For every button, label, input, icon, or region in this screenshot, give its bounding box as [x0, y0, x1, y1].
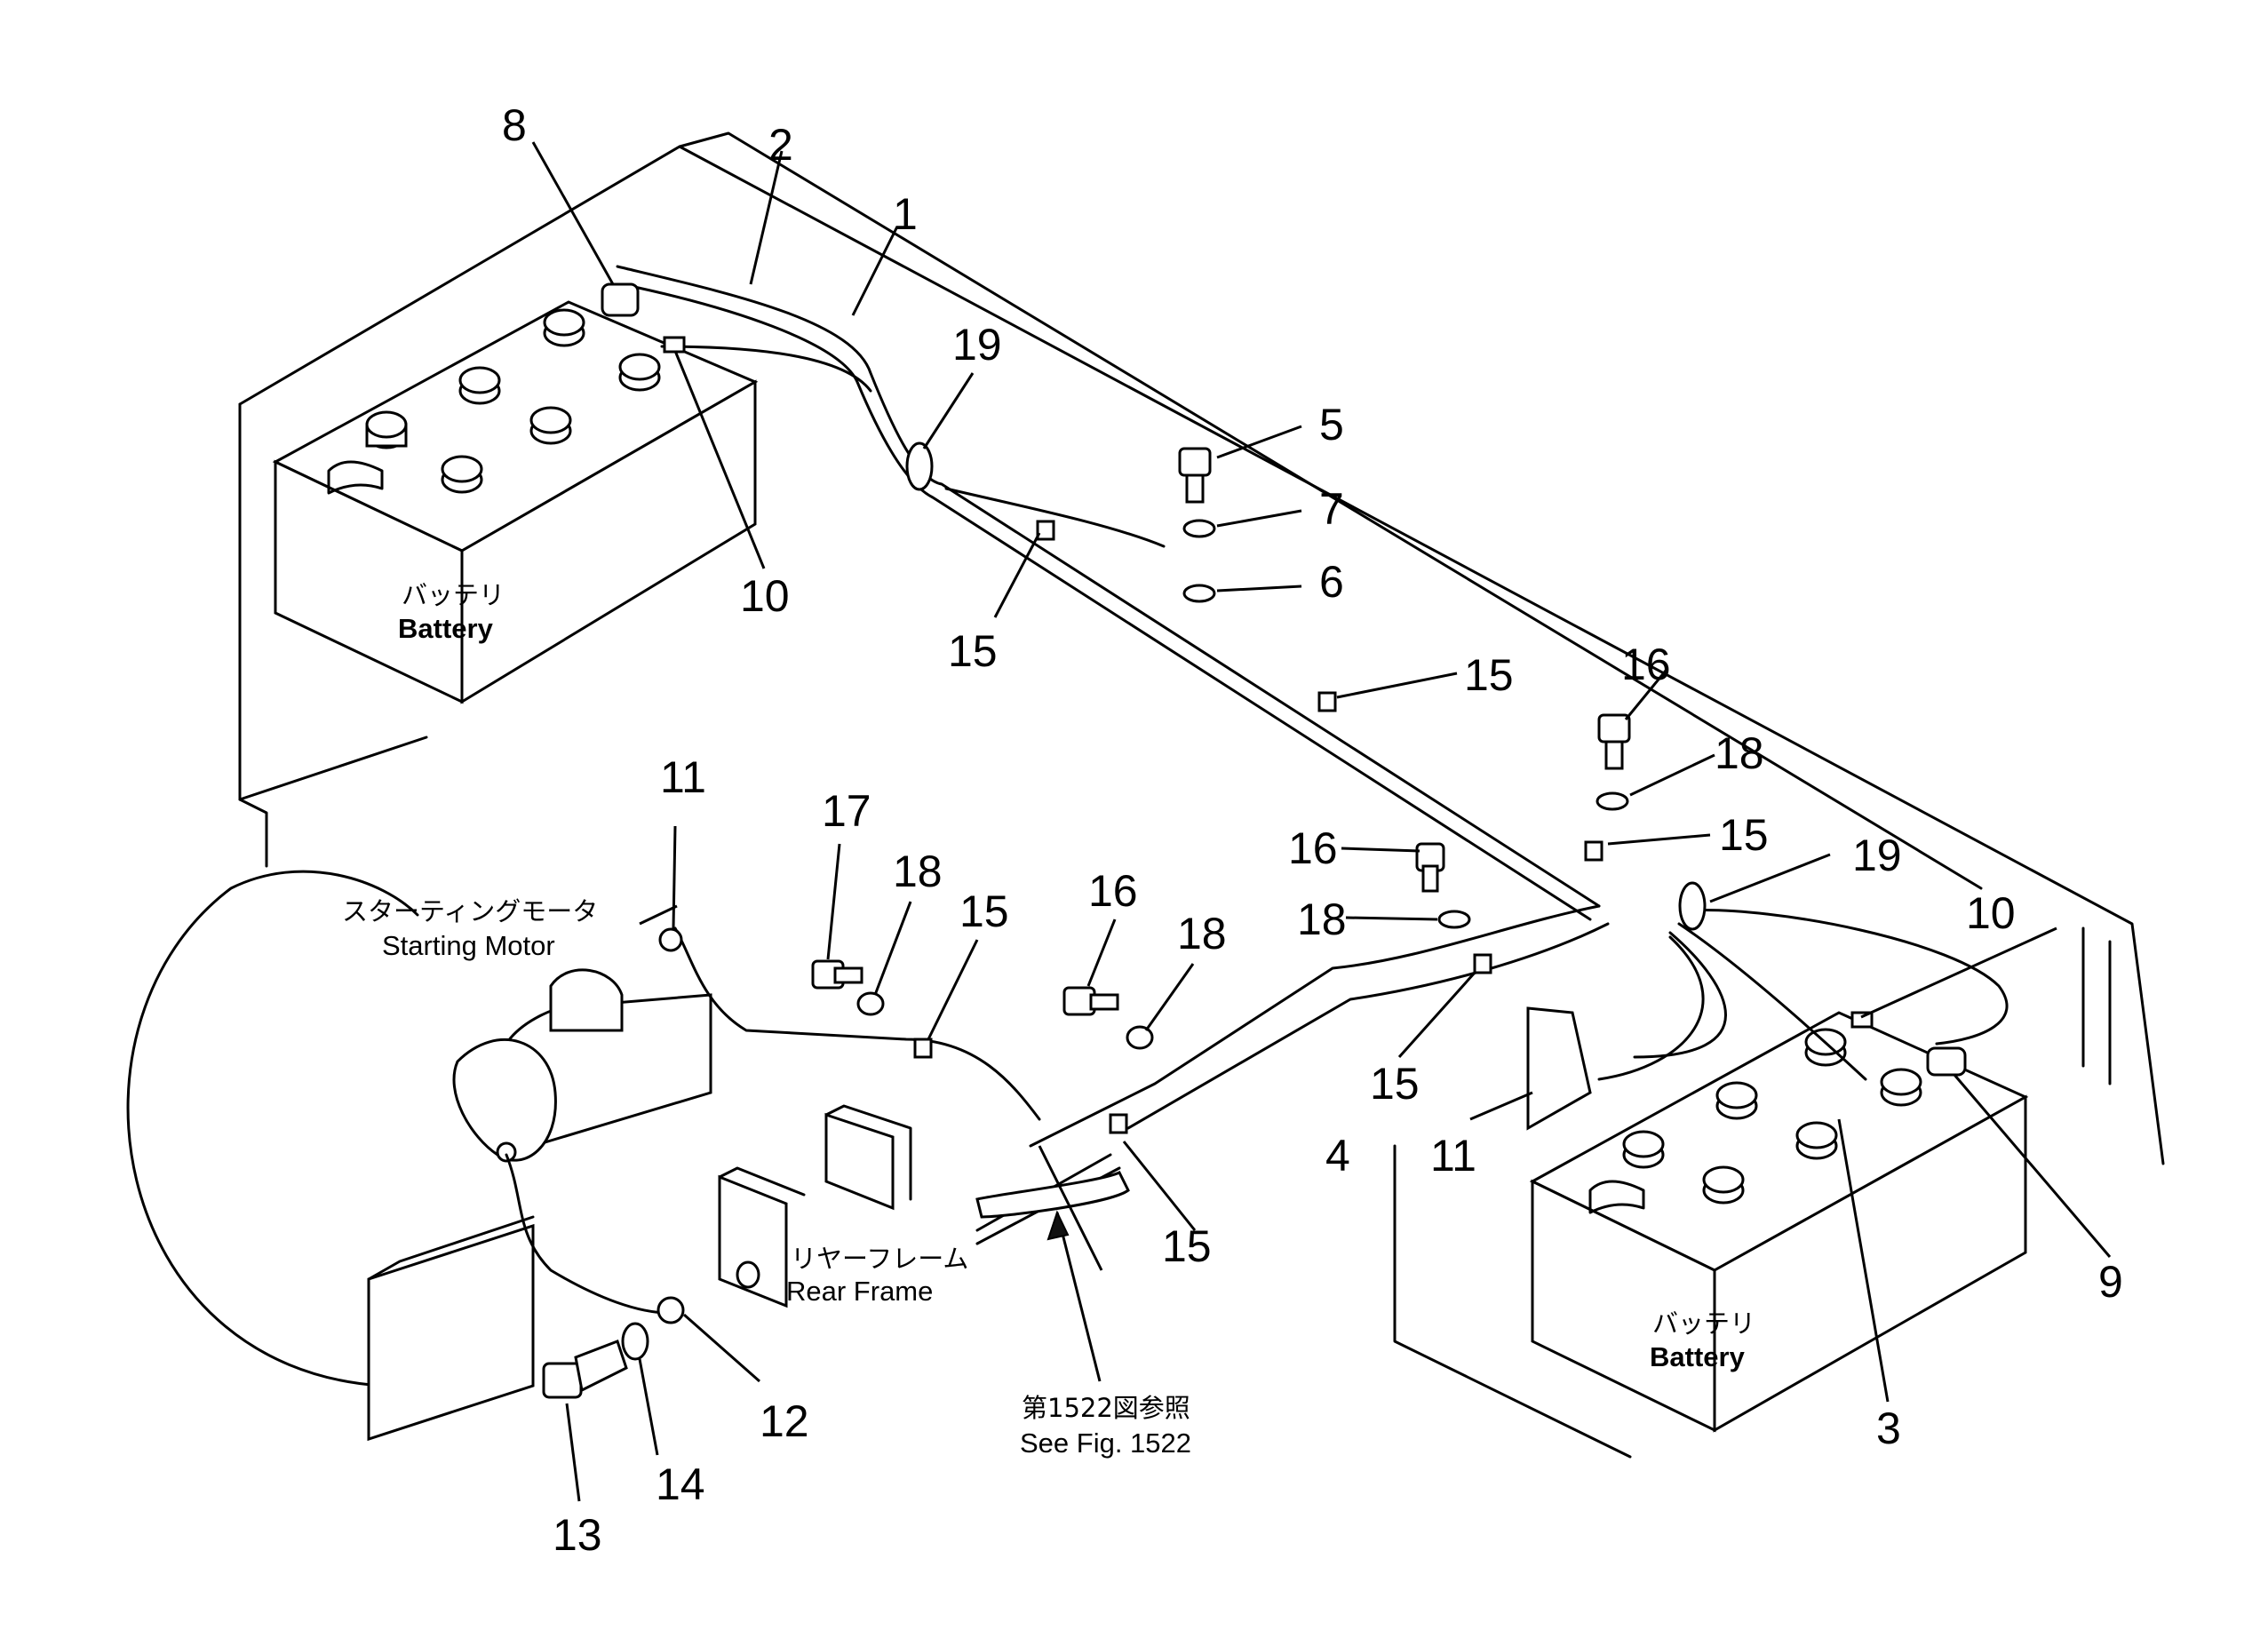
rear-frame-jp-label: リヤーフレーム: [791, 1244, 968, 1274]
bolt-16c-shank: [1089, 993, 1119, 1011]
bolt-16-shank: [1604, 740, 1624, 770]
callout-15-c: 15: [1719, 810, 1769, 860]
battery-right-en-label: Battery: [1650, 1341, 1746, 1372]
battery-right: バッテリ Battery: [1529, 1011, 2029, 1433]
bolt-5-icon: [1178, 447, 1212, 477]
callout-numbers: 8 2 1 19 5 7 6 10 15 15 16 18 15 19 17 1…: [502, 100, 2123, 1560]
bolt-13-icon: [542, 1362, 583, 1399]
machine-frame-outline: [238, 131, 2165, 1459]
clamp-15-f: [1473, 953, 1492, 974]
callout-3: 3: [1876, 1403, 1901, 1453]
washer-18c-icon: [856, 991, 885, 1016]
battery-left-jp-label: バッテリ: [402, 580, 505, 610]
see-fig-jp-label: 第1522図参照: [1022, 1393, 1190, 1423]
battery-left-terminals: [365, 308, 661, 494]
bolt-16b-shank: [1421, 864, 1439, 893]
nut-rear-frame: [736, 1260, 760, 1289]
bolt-16-icon: [1597, 713, 1631, 743]
callout-12: 12: [760, 1396, 809, 1446]
bolt-17-shank: [833, 966, 863, 984]
callout-18-mid: 18: [1177, 909, 1227, 958]
rear-frame-en-label: Rear Frame: [786, 1276, 933, 1307]
leader-lines: [531, 141, 2112, 1502]
connector-8: [601, 282, 640, 317]
battery-right-terminals: [1622, 1028, 1922, 1205]
callout-15-f: 15: [1370, 1059, 1420, 1109]
washer-18d-icon: [1126, 1025, 1154, 1050]
callout-16-right: 16: [1621, 640, 1671, 689]
callout-6: 6: [1319, 557, 1344, 607]
starting-motor-jp-label: スターティングモータ: [342, 896, 598, 926]
callout-9: 9: [2098, 1257, 2123, 1307]
callout-15-b: 15: [1464, 650, 1514, 700]
callout-15-e: 15: [1162, 1221, 1212, 1271]
washer-6-icon: [1182, 584, 1216, 603]
callout-16-mid: 16: [1088, 866, 1138, 916]
callout-17: 17: [822, 786, 871, 836]
grommet-19-upper: [905, 441, 934, 491]
terminal-10-left: [663, 336, 686, 354]
callout-11-left: 11: [660, 752, 706, 802]
callout-1: 1: [893, 189, 918, 239]
washer-18-icon: [1596, 791, 1629, 811]
bolt-5-shank: [1185, 473, 1205, 504]
starting-motor: スターティングモータ Starting Motor: [126, 870, 712, 1442]
cable-see-fig-1522: [975, 1170, 1130, 1219]
relay-11-icon: [1526, 1006, 1592, 1131]
clamp-15-d: [913, 1038, 933, 1059]
clamp-15-e: [1109, 1113, 1128, 1134]
clamp-15-a: [1036, 520, 1055, 541]
connector-9: [1926, 1046, 1967, 1077]
callout-15-a: 15: [948, 626, 998, 676]
callout-18-mid-left: 18: [893, 847, 943, 896]
callout-7: 7: [1319, 484, 1344, 534]
clamp-15-c: [1584, 840, 1604, 862]
starting-motor-en-label: Starting Motor: [382, 930, 555, 961]
cable-11-lug: [658, 927, 683, 952]
washer-14-icon: [621, 1322, 649, 1361]
callout-18-right: 18: [1715, 728, 1764, 778]
callout-10-right: 10: [1966, 888, 2016, 938]
callout-2: 2: [768, 120, 793, 170]
callout-14: 14: [656, 1459, 705, 1509]
callout-15-d: 15: [959, 887, 1009, 936]
hardware: [542, 282, 1967, 1399]
see-fig-en-label: See Fig. 1522: [1020, 1427, 1191, 1459]
callout-4: 4: [1325, 1131, 1350, 1181]
washer-7-icon: [1182, 519, 1216, 538]
washer-18b-icon: [1437, 910, 1471, 929]
bolt-13-shank: [574, 1340, 628, 1393]
clamp-15-b: [1317, 691, 1337, 712]
battery-left-en-label: Battery: [398, 613, 494, 644]
grommet-19-lower: [1678, 881, 1707, 931]
callout-10-left: 10: [740, 571, 790, 621]
callout-16-center: 16: [1288, 823, 1338, 873]
see-fig-note: 第1522図参照 See Fig. 1522: [1020, 1393, 1191, 1459]
callout-18-center: 18: [1297, 895, 1347, 944]
callout-13: 13: [553, 1510, 602, 1560]
cable-12-lug: [657, 1296, 685, 1324]
battery-right-jp-label: バッテリ: [1652, 1308, 1755, 1339]
battery-left: バッテリ Battery: [272, 300, 759, 704]
callout-19-lower: 19: [1852, 831, 1902, 880]
callout-11-right: 11: [1430, 1131, 1476, 1181]
callout-8: 8: [502, 100, 527, 150]
callout-19-upper: 19: [952, 320, 1002, 370]
terminal-10-right: [1850, 1011, 1874, 1029]
callout-5: 5: [1319, 400, 1344, 449]
